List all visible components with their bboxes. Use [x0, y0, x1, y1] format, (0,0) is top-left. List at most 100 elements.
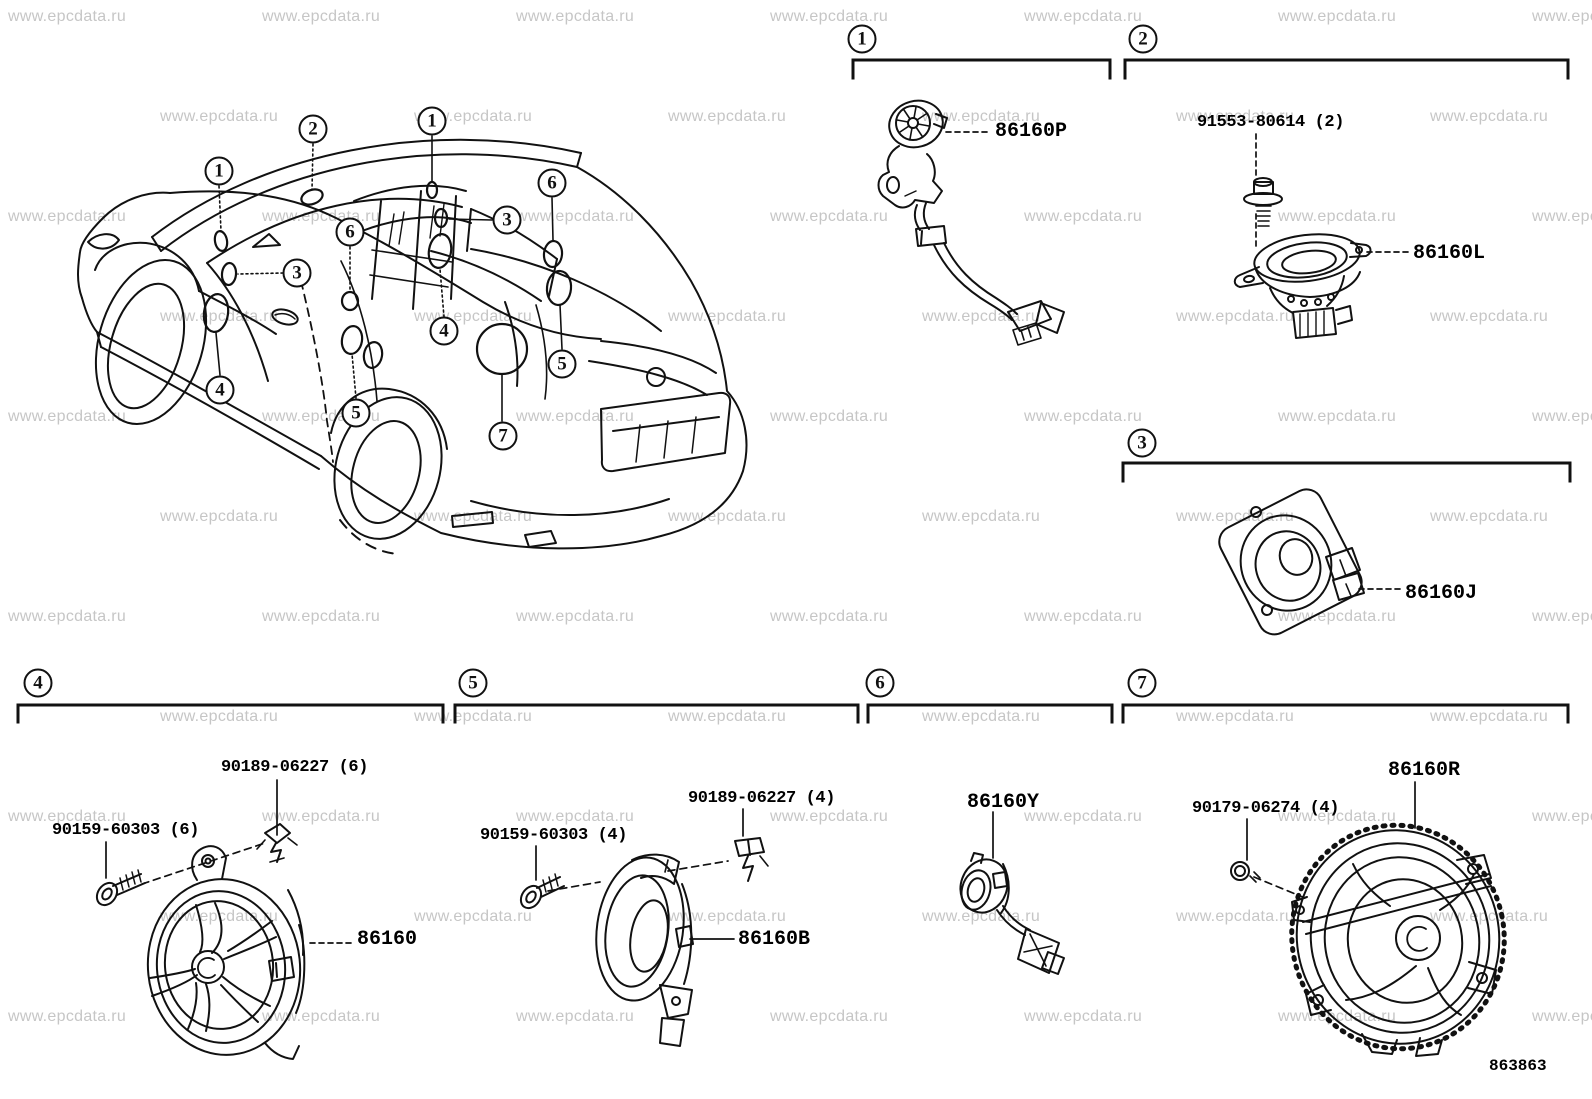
leader-lines — [105, 131, 1416, 944]
watermark-text: www.epcdata.ru — [1278, 608, 1397, 625]
callout-number: 2 — [308, 118, 318, 140]
part-number-text: 86160B — [738, 928, 811, 951]
callout-number: 6 — [345, 221, 355, 243]
speaker-86160-drawing — [146, 845, 306, 1060]
watermark-text: www.epcdata.ru — [516, 408, 635, 425]
car-callout-marker: 2 — [298, 114, 328, 144]
watermark-text: www.epcdata.ru — [160, 708, 279, 725]
section-number-marker: 4 — [23, 668, 53, 698]
watermark-text: www.epcdata.ru — [516, 8, 635, 25]
watermark-text: www.epcdata.ru — [770, 408, 889, 425]
watermark-text: www.epcdata.ru — [1278, 808, 1397, 825]
section-number: 3 — [1137, 432, 1147, 454]
car-illustration — [77, 138, 748, 555]
watermark-text: www.epcdata.ru — [8, 408, 127, 425]
watermark-text: www.epcdata.ru — [668, 708, 787, 725]
part-number-text: 86160J — [1405, 582, 1478, 605]
part-number-label: 90189-06227 (6) — [221, 758, 368, 777]
section-number: 2 — [1138, 28, 1148, 50]
watermark-text: www.epcdata.ru — [262, 608, 381, 625]
part-number-text: 90189-06227 (4) — [688, 789, 836, 808]
car-callout-marker: 3 — [492, 205, 522, 235]
bolt-90179-drawing — [1230, 861, 1261, 883]
section-number-marker: 3 — [1127, 428, 1157, 458]
screw-90159-right-drawing — [519, 873, 565, 910]
watermark-text: www.epcdata.ru — [770, 8, 889, 25]
car-callout-lines — [215, 135, 563, 422]
watermark-text: www.epcdata.ru — [922, 708, 1041, 725]
watermark-text: www.epcdata.ru — [922, 108, 1041, 125]
section-number-marker: 1 — [847, 24, 877, 54]
part-number-text: 86160R — [1388, 759, 1461, 782]
part-number-label: 86160R — [1388, 759, 1460, 782]
watermark-text: www.epcdata.ru — [1024, 1008, 1143, 1025]
part-number-text: 90159-60303 (4) — [480, 826, 628, 845]
callout-number: 4 — [215, 379, 225, 401]
watermark-text: www.epcdata.ru — [8, 208, 127, 225]
watermark-text: www.epcdata.ru — [1278, 208, 1397, 225]
car-callout-marker: 3 — [282, 258, 312, 288]
watermark-text: www.epcdata.ru — [1024, 8, 1143, 25]
callout-number: 6 — [547, 172, 557, 194]
watermark-text: www.epcdata.ru — [8, 608, 127, 625]
callout-number: 3 — [502, 209, 512, 231]
speaker-86160j-drawing — [1218, 488, 1365, 636]
watermark-text: www.epcdata.ru — [262, 8, 381, 25]
watermark-text: www.epcdata.ru — [1278, 8, 1397, 25]
watermark-text: www.epcdata.ru — [1430, 108, 1549, 125]
part-number-label: 91553-80614 (2) — [1197, 113, 1344, 132]
part-number-text: 90179-06274 (4) — [1192, 799, 1340, 818]
watermark-text: www.epcdata.ru — [668, 108, 787, 125]
car-callout-marker: 6 — [537, 168, 567, 198]
section-number: 6 — [875, 672, 885, 694]
part-number-text: 86160 — [357, 928, 418, 951]
speaker-86160r-drawing — [1289, 822, 1507, 1057]
watermark-text: www.epcdata.ru — [668, 908, 787, 925]
callout-number: 5 — [557, 353, 567, 375]
watermark-text: www.epcdata.ru — [160, 308, 279, 325]
car-callout-marker: 4 — [205, 375, 235, 405]
watermark-text: www.epcdata.ru — [1176, 708, 1295, 725]
watermark-text: www.epcdata.ru — [1532, 808, 1592, 825]
watermark-text: www.epcdata.ru — [1532, 408, 1592, 425]
watermark-text: www.epcdata.ru — [770, 1008, 889, 1025]
watermark-text: www.epcdata.ru — [1532, 1008, 1592, 1025]
watermark-text: www.epcdata.ru — [414, 908, 533, 925]
callout-number: 7 — [498, 425, 508, 447]
watermark-text: www.epcdata.ru — [160, 508, 279, 525]
section-number-marker: 7 — [1127, 668, 1157, 698]
car-callout-marker: 5 — [341, 398, 371, 428]
section-number: 7 — [1137, 672, 1147, 694]
watermark-text: www.epcdata.ru — [1430, 308, 1549, 325]
watermark-text: www.epcdata.ru — [922, 508, 1041, 525]
watermark-text: www.epcdata.ru — [668, 308, 787, 325]
watermark-text: www.epcdata.ru — [1024, 808, 1143, 825]
watermark-text: www.epcdata.ru — [1024, 408, 1143, 425]
car-callout-marker: 1 — [417, 106, 447, 136]
bolt-91553-drawing — [1243, 177, 1283, 227]
watermark-text: www.epcdata.ru — [8, 8, 127, 25]
watermark-text: www.epcdata.ru — [8, 808, 127, 825]
part-number-label: 90159-60303 (6) — [52, 821, 199, 840]
part-number-text: 86160Y — [967, 791, 1040, 814]
speaker-86160l-drawing — [1233, 233, 1372, 339]
watermark-text: www.epcdata.ru — [1532, 8, 1592, 25]
part-number-label: 90189-06227 (4) — [688, 789, 835, 808]
clip-90189-left-drawing — [256, 823, 298, 863]
watermark-text: www.epcdata.ru — [1532, 208, 1592, 225]
section-number: 5 — [468, 672, 478, 694]
part-number-text: 90159-60303 (6) — [52, 821, 200, 840]
watermark-text: www.epcdata.ru — [1176, 908, 1295, 925]
watermark-text: www.epcdata.ru — [1176, 108, 1295, 125]
watermark-text: www.epcdata.ru — [1176, 308, 1295, 325]
watermark-text: www.epcdata.ru — [516, 208, 635, 225]
part-number-label: 86160 — [357, 928, 417, 951]
section-number: 4 — [33, 672, 43, 694]
watermark-text: www.epcdata.ru — [922, 908, 1041, 925]
part-number-text: 86160P — [995, 120, 1068, 143]
callout-number: 1 — [427, 110, 437, 132]
diagram-number: 863863 — [1489, 1057, 1547, 1075]
callout-number: 1 — [214, 160, 224, 182]
